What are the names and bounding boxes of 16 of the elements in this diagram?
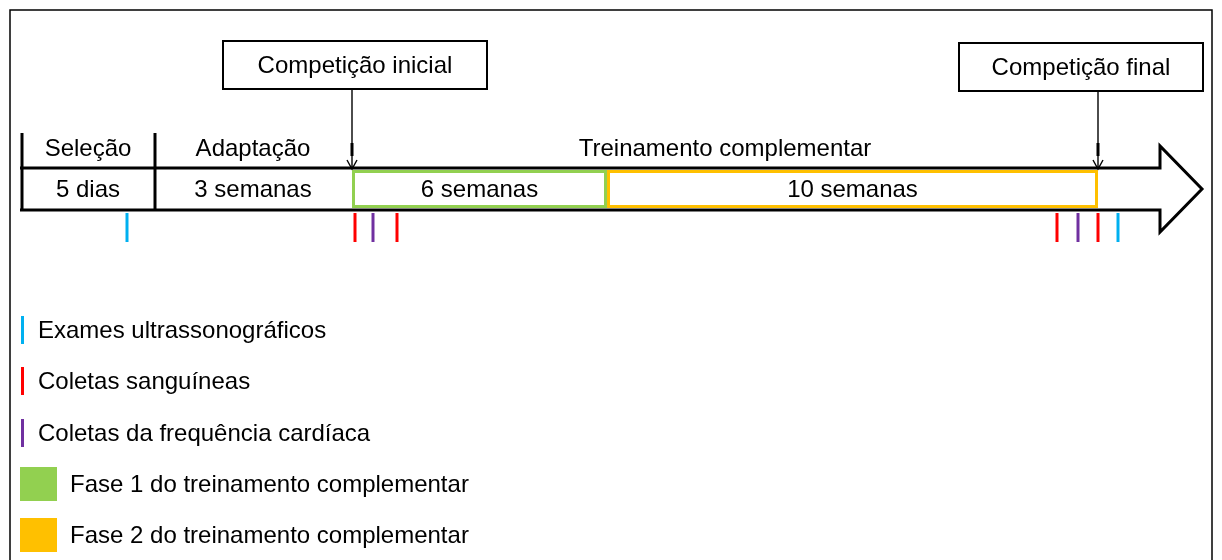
arrow (346, 89, 358, 170)
event-box: Competição final (958, 42, 1204, 92)
duration-label: 5 dias (56, 175, 120, 203)
phase-label: Adaptação (195, 134, 311, 162)
phase-box: 10 semanas (607, 170, 1098, 208)
phase-box: 6 semanas (352, 170, 607, 208)
arrow (1092, 91, 1104, 170)
duration-label: 3 semanas (194, 175, 312, 203)
phase-label: Seleção (44, 134, 132, 162)
legend-text: Coletas sanguíneas (38, 367, 251, 395)
phase-label: Treinamento complementar (578, 134, 872, 162)
legend-text: Exames ultrassonográficos (38, 316, 327, 344)
legend-text: Fase 1 do treinamento complementar (70, 470, 469, 498)
event-box: Competição inicial (222, 40, 488, 90)
legend-text: Fase 2 do treinamento complementar (70, 521, 469, 549)
legend-text: Coletas da frequência cardíaca (38, 419, 371, 447)
